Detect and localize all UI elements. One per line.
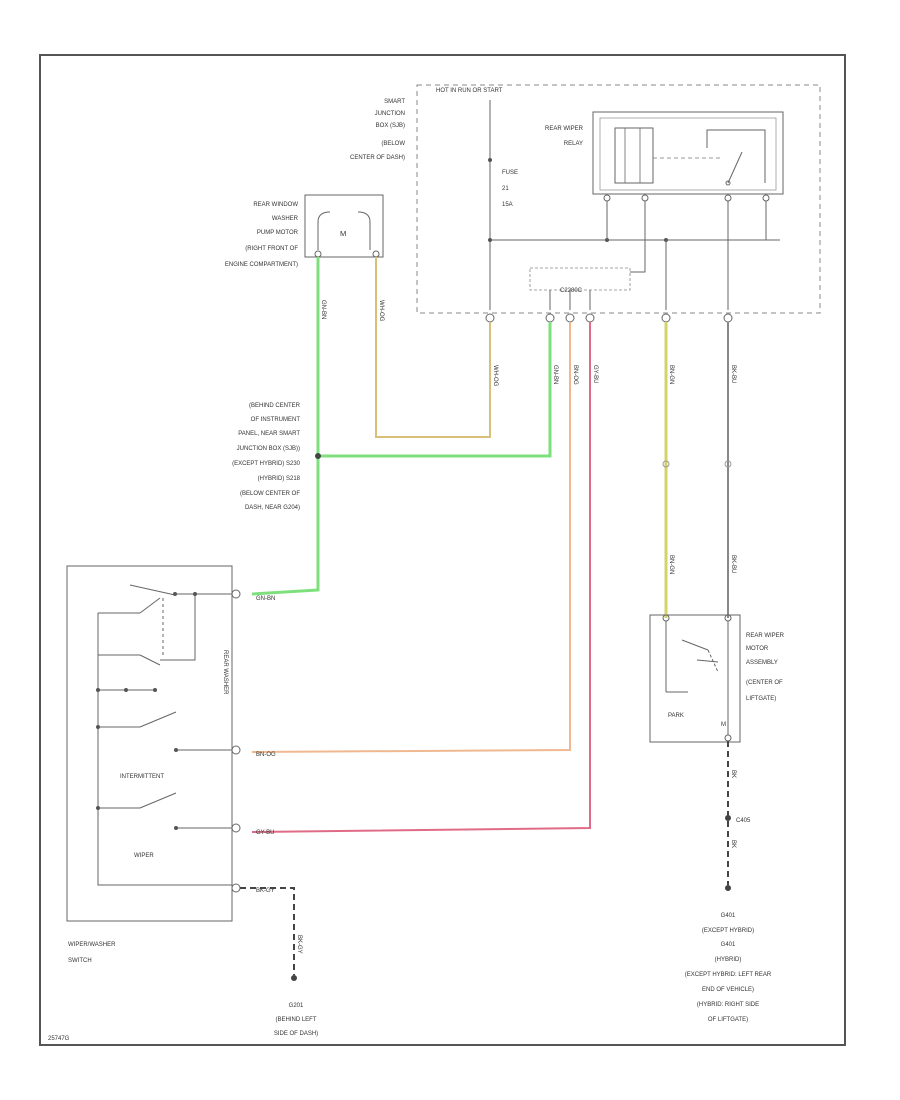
park-label: PARK [668, 713, 684, 719]
wire-labels: GN-BN WH-OG WH-OG GN-BN BN-OG GY-BU BN-G… [256, 300, 736, 954]
svg-text:G401: G401 [721, 942, 736, 948]
svg-text:GN-BN: GN-BN [552, 365, 558, 384]
svg-text:(BELOW CENTER OF: (BELOW CENTER OF [240, 491, 300, 497]
svg-text:PANEL, NEAR SMART: PANEL, NEAR SMART [238, 431, 300, 437]
svg-text:ENGINE COMPARTMENT): ENGINE COMPARTMENT) [225, 262, 298, 268]
svg-text:SIDE OF DASH): SIDE OF DASH) [274, 1031, 318, 1037]
connector-c405 [725, 815, 731, 821]
svg-text:JUNCTION: JUNCTION [375, 111, 405, 117]
svg-text:JUNCTION BOX (SJB)): JUNCTION BOX (SJB)) [237, 446, 300, 452]
svg-text:BN-OG: BN-OG [572, 365, 578, 385]
svg-text:WIPER/WASHER: WIPER/WASHER [68, 942, 116, 948]
switch-title: WIPER/WASHER SWITCH [68, 942, 116, 964]
ground-g201 [291, 975, 297, 981]
corner-code: 25747G [48, 1036, 70, 1042]
svg-text:(EXCEPT HYBRID) S230: (EXCEPT HYBRID) S230 [232, 461, 301, 467]
svg-text:OF INSTRUMENT: OF INSTRUMENT [251, 417, 301, 423]
svg-text:REAR WINDOW: REAR WINDOW [253, 202, 298, 208]
svg-text:OF LIFTGATE): OF LIFTGATE) [708, 1017, 748, 1023]
svg-text:ASSEMBLY: ASSEMBLY [746, 660, 778, 666]
switch-side-label: REAR WASHER [222, 650, 228, 695]
wire-red [251, 322, 591, 833]
svg-text:BK-GY: BK-GY [296, 935, 302, 954]
relay-coil [614, 127, 654, 184]
splice-s230 [315, 453, 321, 459]
intermittent-label: INTERMITTENT [120, 774, 164, 780]
wire-orange [251, 322, 571, 753]
sub-connector-label: C2280C [560, 288, 583, 294]
washer-pump-motor [304, 194, 384, 258]
rear-wiper-relay [592, 111, 784, 195]
svg-text:SMART: SMART [384, 99, 405, 105]
svg-text:REAR WIPER: REAR WIPER [746, 633, 785, 639]
svg-text:(RIGHT FRONT OF: (RIGHT FRONT OF [245, 246, 298, 252]
sjb-dashed-box [416, 84, 821, 314]
sjb-sub-connector [529, 267, 631, 291]
svg-text:PUMP MOTOR: PUMP MOTOR [257, 230, 299, 236]
svg-text:(HYBRID: RIGHT SIDE: (HYBRID: RIGHT SIDE [697, 1002, 759, 1008]
fuse-label: FUSE 21 15A [502, 170, 518, 208]
washer-pump-label: REAR WINDOW WASHER PUMP MOTOR (RIGHT FRO… [225, 202, 299, 268]
svg-text:(BEHIND CENTER: (BEHIND CENTER [249, 403, 301, 409]
ground-left-label: G201 (BEHIND LEFT SIDE OF DASH) [274, 1003, 318, 1037]
svg-text:DASH, NEAR G204): DASH, NEAR G204) [245, 505, 300, 511]
switch-internals [97, 584, 232, 886]
rear-wiper-motor-assembly [649, 614, 741, 743]
svg-text:15A: 15A [502, 202, 513, 208]
ground-right-label: G401 (EXCEPT HYBRID) G401 (HYBRID) (EXCE… [685, 913, 772, 1023]
svg-text:BN-OG: BN-OG [256, 752, 276, 758]
svg-text:(EXCEPT HYBRID): (EXCEPT HYBRID) [702, 928, 754, 934]
splice-note: (BEHIND CENTER OF INSTRUMENT PANEL, NEAR… [232, 403, 301, 511]
svg-text:(BEHIND LEFT: (BEHIND LEFT [275, 1017, 316, 1023]
ground-g401 [725, 885, 731, 891]
svg-text:(BELOW: (BELOW [381, 141, 405, 147]
motor-symbol: M [340, 229, 346, 238]
svg-text:CENTER OF DASH): CENTER OF DASH) [350, 155, 405, 161]
svg-text:FUSE: FUSE [502, 170, 518, 176]
sjb-label: SMART JUNCTION BOX (SJB) (BELOW CENTER O… [350, 99, 405, 161]
hot-in-run-label: HOT IN RUN OR START [436, 88, 503, 94]
svg-text:(HYBRID) S218: (HYBRID) S218 [258, 476, 301, 482]
svg-text:BK-BU: BK-BU [730, 365, 736, 383]
sjb-pins [485, 313, 733, 323]
svg-text:BK: BK [730, 840, 736, 848]
svg-text:G201: G201 [289, 1003, 304, 1009]
wire-tan [375, 257, 491, 438]
svg-text:LIFTGATE): LIFTGATE) [746, 696, 776, 702]
wire-green-branch [318, 322, 552, 458]
diagram-frame [39, 54, 846, 1046]
wiper-washer-switch [66, 565, 233, 922]
svg-text:GY-BU: GY-BU [592, 365, 598, 383]
svg-text:GY-BU: GY-BU [256, 830, 274, 836]
svg-text:WASHER: WASHER [272, 216, 299, 222]
rear-wiper-motor-label: REAR WIPER MOTOR ASSEMBLY (CENTER OF LIF… [746, 633, 785, 702]
rear-wiper-relay-label: REAR WIPER RELAY [545, 126, 584, 147]
motor-assembly-symbol: M [721, 722, 726, 728]
ground-right-connector-label: C405 [736, 818, 751, 824]
svg-text:BK: BK [730, 770, 736, 778]
svg-text:GN-BN: GN-BN [256, 596, 275, 602]
svg-text:BK-GY: BK-GY [256, 888, 275, 894]
wire-ground-left [240, 887, 295, 975]
svg-text:(HYBRID): (HYBRID) [715, 957, 742, 963]
svg-text:WH-OG: WH-OG [492, 365, 498, 387]
svg-text:(CENTER OF: (CENTER OF [746, 680, 783, 686]
svg-text:RELAY: RELAY [564, 141, 583, 147]
svg-text:G401: G401 [721, 913, 736, 919]
svg-text:BN-GN: BN-GN [668, 365, 674, 384]
svg-text:MOTOR: MOTOR [746, 646, 769, 652]
svg-text:BK-BU: BK-BU [730, 555, 736, 573]
wire-green [251, 257, 320, 596]
svg-text:SWITCH: SWITCH [68, 958, 92, 964]
svg-text:(EXCEPT HYBRID: LEFT REAR: (EXCEPT HYBRID: LEFT REAR [685, 972, 772, 978]
svg-text:BN-GN: BN-GN [668, 555, 674, 574]
svg-text:21: 21 [502, 186, 509, 192]
svg-text:REAR WIPER: REAR WIPER [545, 126, 584, 132]
svg-text:WH-OG: WH-OG [378, 300, 384, 322]
wiper-label: WIPER [134, 853, 154, 859]
svg-text:BOX (SJB): BOX (SJB) [376, 123, 405, 129]
svg-text:END OF VEHICLE): END OF VEHICLE) [702, 987, 754, 993]
svg-text:GN-BN: GN-BN [320, 300, 326, 319]
